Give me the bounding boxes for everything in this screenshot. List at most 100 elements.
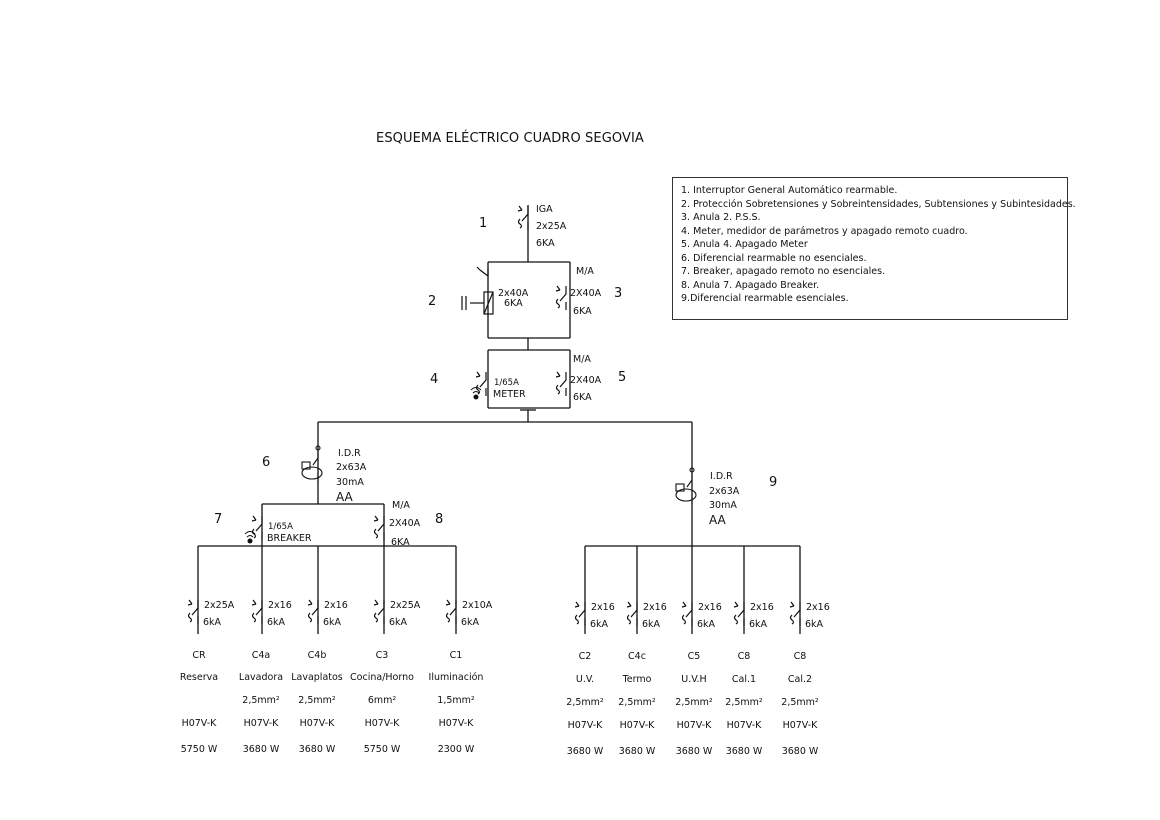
trip-arrow-icon — [251, 515, 257, 522]
circuit-name: U.V. — [576, 674, 594, 685]
circuit-cable: H07V-K — [677, 720, 713, 731]
toroid-icon — [675, 488, 697, 502]
terminal-dot — [689, 467, 695, 473]
legend-item: 7. Breaker, apagado remoto no esenciales… — [681, 266, 886, 277]
circuit-section: 2,5mm² — [242, 695, 280, 706]
circuit-power: 3680 W — [726, 746, 763, 757]
circuit-rating: 2x16 — [324, 600, 348, 611]
circuit-code: C4c — [628, 651, 646, 662]
circuit-section: 2,5mm² — [618, 697, 656, 708]
switch-blade — [521, 206, 529, 222]
circuit-ka: 6kA — [805, 619, 824, 630]
circuit-rating: 2x16 — [806, 602, 830, 613]
circuit-cable: H07V-K — [365, 718, 401, 729]
device-number-4: 4 — [430, 372, 438, 387]
circuit-power: 3680 W — [243, 744, 280, 755]
wifi-arc — [246, 535, 254, 538]
thermal-coil-icon — [373, 528, 379, 539]
circuit-power: 5750 W — [364, 744, 401, 755]
thermal-coil-icon — [681, 614, 687, 625]
idr1-label: I.D.R — [338, 448, 361, 459]
terminal-dot — [315, 445, 321, 451]
switch-blade — [559, 372, 567, 388]
legend-item: 6. Diferencial rearmable no esenciales. — [681, 252, 867, 264]
circuit-cable: H07V-K — [439, 718, 475, 729]
circuit-power: 3680 W — [782, 746, 819, 757]
thermal-coil-icon — [733, 614, 739, 625]
circuit-breaker-icon — [373, 599, 385, 624]
legend-item: 8. Anula 7. Apagado Breaker. — [681, 279, 820, 291]
ma2-rating: 2X40A — [570, 375, 602, 386]
devices-layer — [187, 205, 801, 626]
switch-blade — [255, 516, 263, 532]
idr1-rating: 2x63A — [336, 462, 367, 473]
circuit-cable: H07V-K — [783, 720, 819, 731]
circuit-ka: 6kA — [590, 619, 609, 630]
trip-arrow-icon — [445, 599, 451, 606]
ma2-ka: 6KA — [573, 392, 592, 403]
idr2-class: AA — [709, 513, 727, 527]
ma3-label: M/A — [392, 500, 410, 511]
protector-diag — [483, 291, 494, 315]
circuit-name: Reserva — [180, 672, 218, 683]
legend-item: 2. Protección Sobretensiones y Sobreinte… — [681, 198, 1076, 210]
circuit-name: Lavaplatos — [291, 672, 343, 683]
ma3-rating: 2X40A — [389, 518, 421, 529]
circuit-cable: H07V-K — [300, 718, 336, 729]
switch-blade — [479, 372, 487, 388]
thermal-coil-icon — [475, 384, 481, 395]
idr2-label: I.D.R — [710, 471, 733, 482]
diagram-title: ESQUEMA ELÉCTRICO CUADRO SEGOVIA — [376, 131, 644, 146]
circuit-name: Termo — [622, 674, 652, 685]
circuit-code: C4b — [308, 650, 327, 661]
circuit-code: C8 — [738, 651, 751, 662]
breaker-remote-icon — [244, 531, 256, 544]
switch-blade — [793, 602, 801, 618]
device-number-9: 9 — [769, 475, 777, 490]
meter-breaker-icon — [475, 371, 487, 396]
circuit-power: 3680 W — [299, 744, 336, 755]
trip-arrow-icon — [789, 601, 795, 608]
trip-arrow-icon — [251, 599, 257, 606]
circuit-rating: 2x16 — [698, 602, 722, 613]
circuit-breaker-icon — [307, 599, 319, 624]
circuit-rating: 2x25A — [204, 600, 235, 611]
ma1-ka: 6KA — [573, 306, 592, 317]
idr2-rating: 2x63A — [709, 486, 740, 497]
iga-rating: 2x25A — [536, 221, 567, 232]
circuit-ka: 6kA — [267, 617, 286, 628]
circuit-power: 3680 W — [567, 746, 604, 757]
legend-item: 1. Interruptor General Automático rearma… — [681, 185, 898, 196]
switch-blade — [685, 602, 693, 618]
circuit-code: C5 — [688, 651, 701, 662]
thermal-coil-icon — [373, 612, 379, 623]
circuit-ka: 6kA — [697, 619, 716, 630]
switch-blade — [377, 600, 385, 616]
circuit-rating: 2x10A — [462, 600, 493, 611]
circuit-rating: 2x16 — [591, 602, 615, 613]
test-button-icon — [675, 483, 685, 492]
trip-arrow-icon — [517, 205, 523, 212]
circuit-power: 2300 W — [438, 744, 475, 755]
switch-blade — [559, 286, 567, 302]
circuit-rating: 2x16 — [643, 602, 667, 613]
circuit-code: C2 — [579, 651, 592, 662]
meter-remote-icon — [470, 387, 482, 400]
circuit-breaker-icon — [789, 601, 801, 626]
circuit-ka: 6kA — [323, 617, 342, 628]
circuit-section: 2,5mm² — [566, 697, 604, 708]
trip-arrow-icon — [187, 599, 193, 606]
trip-arrow-icon — [626, 601, 632, 608]
trip-arrow-icon — [574, 601, 580, 608]
thermal-coil-icon — [307, 612, 313, 623]
circuit-cable: H07V-K — [620, 720, 656, 731]
trip-arrow-icon — [307, 599, 313, 606]
ma2-breaker-icon — [555, 371, 567, 396]
circuit-code: C3 — [376, 650, 389, 661]
ma3-breaker-icon — [373, 515, 385, 540]
switch-blade — [578, 602, 586, 618]
circuit-cable: H07V-K — [244, 718, 280, 729]
circuit-cable: H07V-K — [182, 718, 218, 729]
circuit-code: C4a — [252, 650, 271, 661]
switch-blade — [737, 602, 745, 618]
